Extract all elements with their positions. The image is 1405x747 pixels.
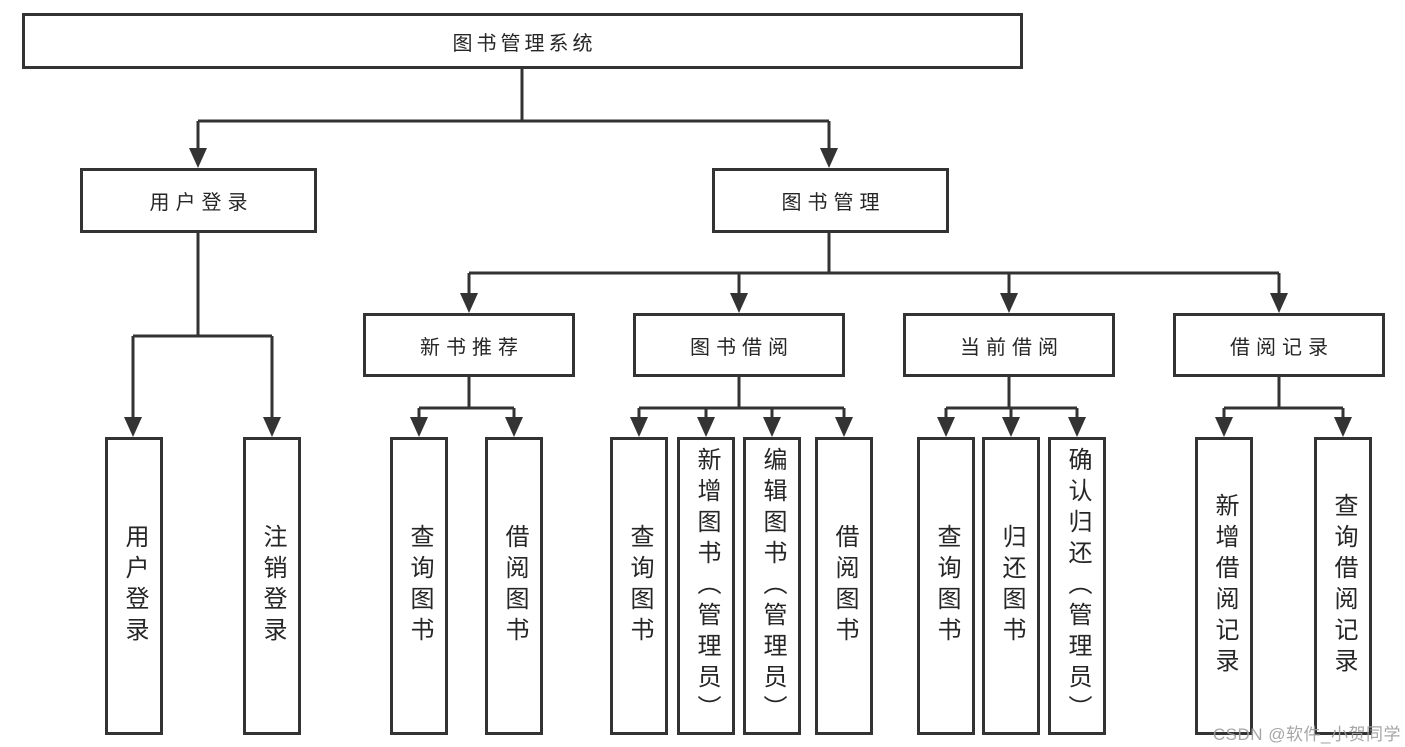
node-new-book-recommend: 新书推荐 — [363, 313, 575, 377]
leaf-query-books-recommend: 查询图书 — [390, 437, 448, 735]
leaf-query-books-current: 查询图书 — [917, 437, 975, 735]
connector-arrowheads — [124, 148, 1352, 437]
node-borrow-records: 借阅记录 — [1173, 313, 1385, 377]
leaf-add-borrow-record: 新增借阅记录 — [1195, 437, 1253, 735]
node-book-management: 图书管理 — [712, 168, 949, 233]
node-user-login: 用户登录 — [80, 168, 317, 233]
leaf-borrow-books: 借阅图书 — [815, 437, 873, 735]
node-library-management-system: 图书管理系统 — [22, 13, 1023, 69]
leaf-confirm-return-admin: 确认归还（管理员） — [1048, 437, 1106, 735]
leaf-query-books-borrow: 查询图书 — [610, 437, 668, 735]
leaf-user-login: 用户登录 — [105, 437, 163, 735]
leaf-borrow-books-recommend: 借阅图书 — [485, 437, 543, 735]
leaf-add-books-admin: 新增图书（管理员） — [677, 437, 735, 735]
node-current-borrow: 当前借阅 — [903, 313, 1115, 377]
connector-stems — [131, 69, 1345, 419]
leaf-logout: 注销登录 — [243, 437, 301, 735]
leaf-query-borrow-record: 查询借阅记录 — [1314, 437, 1372, 735]
leaf-return-books: 归还图书 — [982, 437, 1040, 735]
node-book-borrow: 图书借阅 — [633, 313, 845, 377]
leaf-edit-books-admin: 编辑图书（管理员） — [743, 437, 801, 735]
